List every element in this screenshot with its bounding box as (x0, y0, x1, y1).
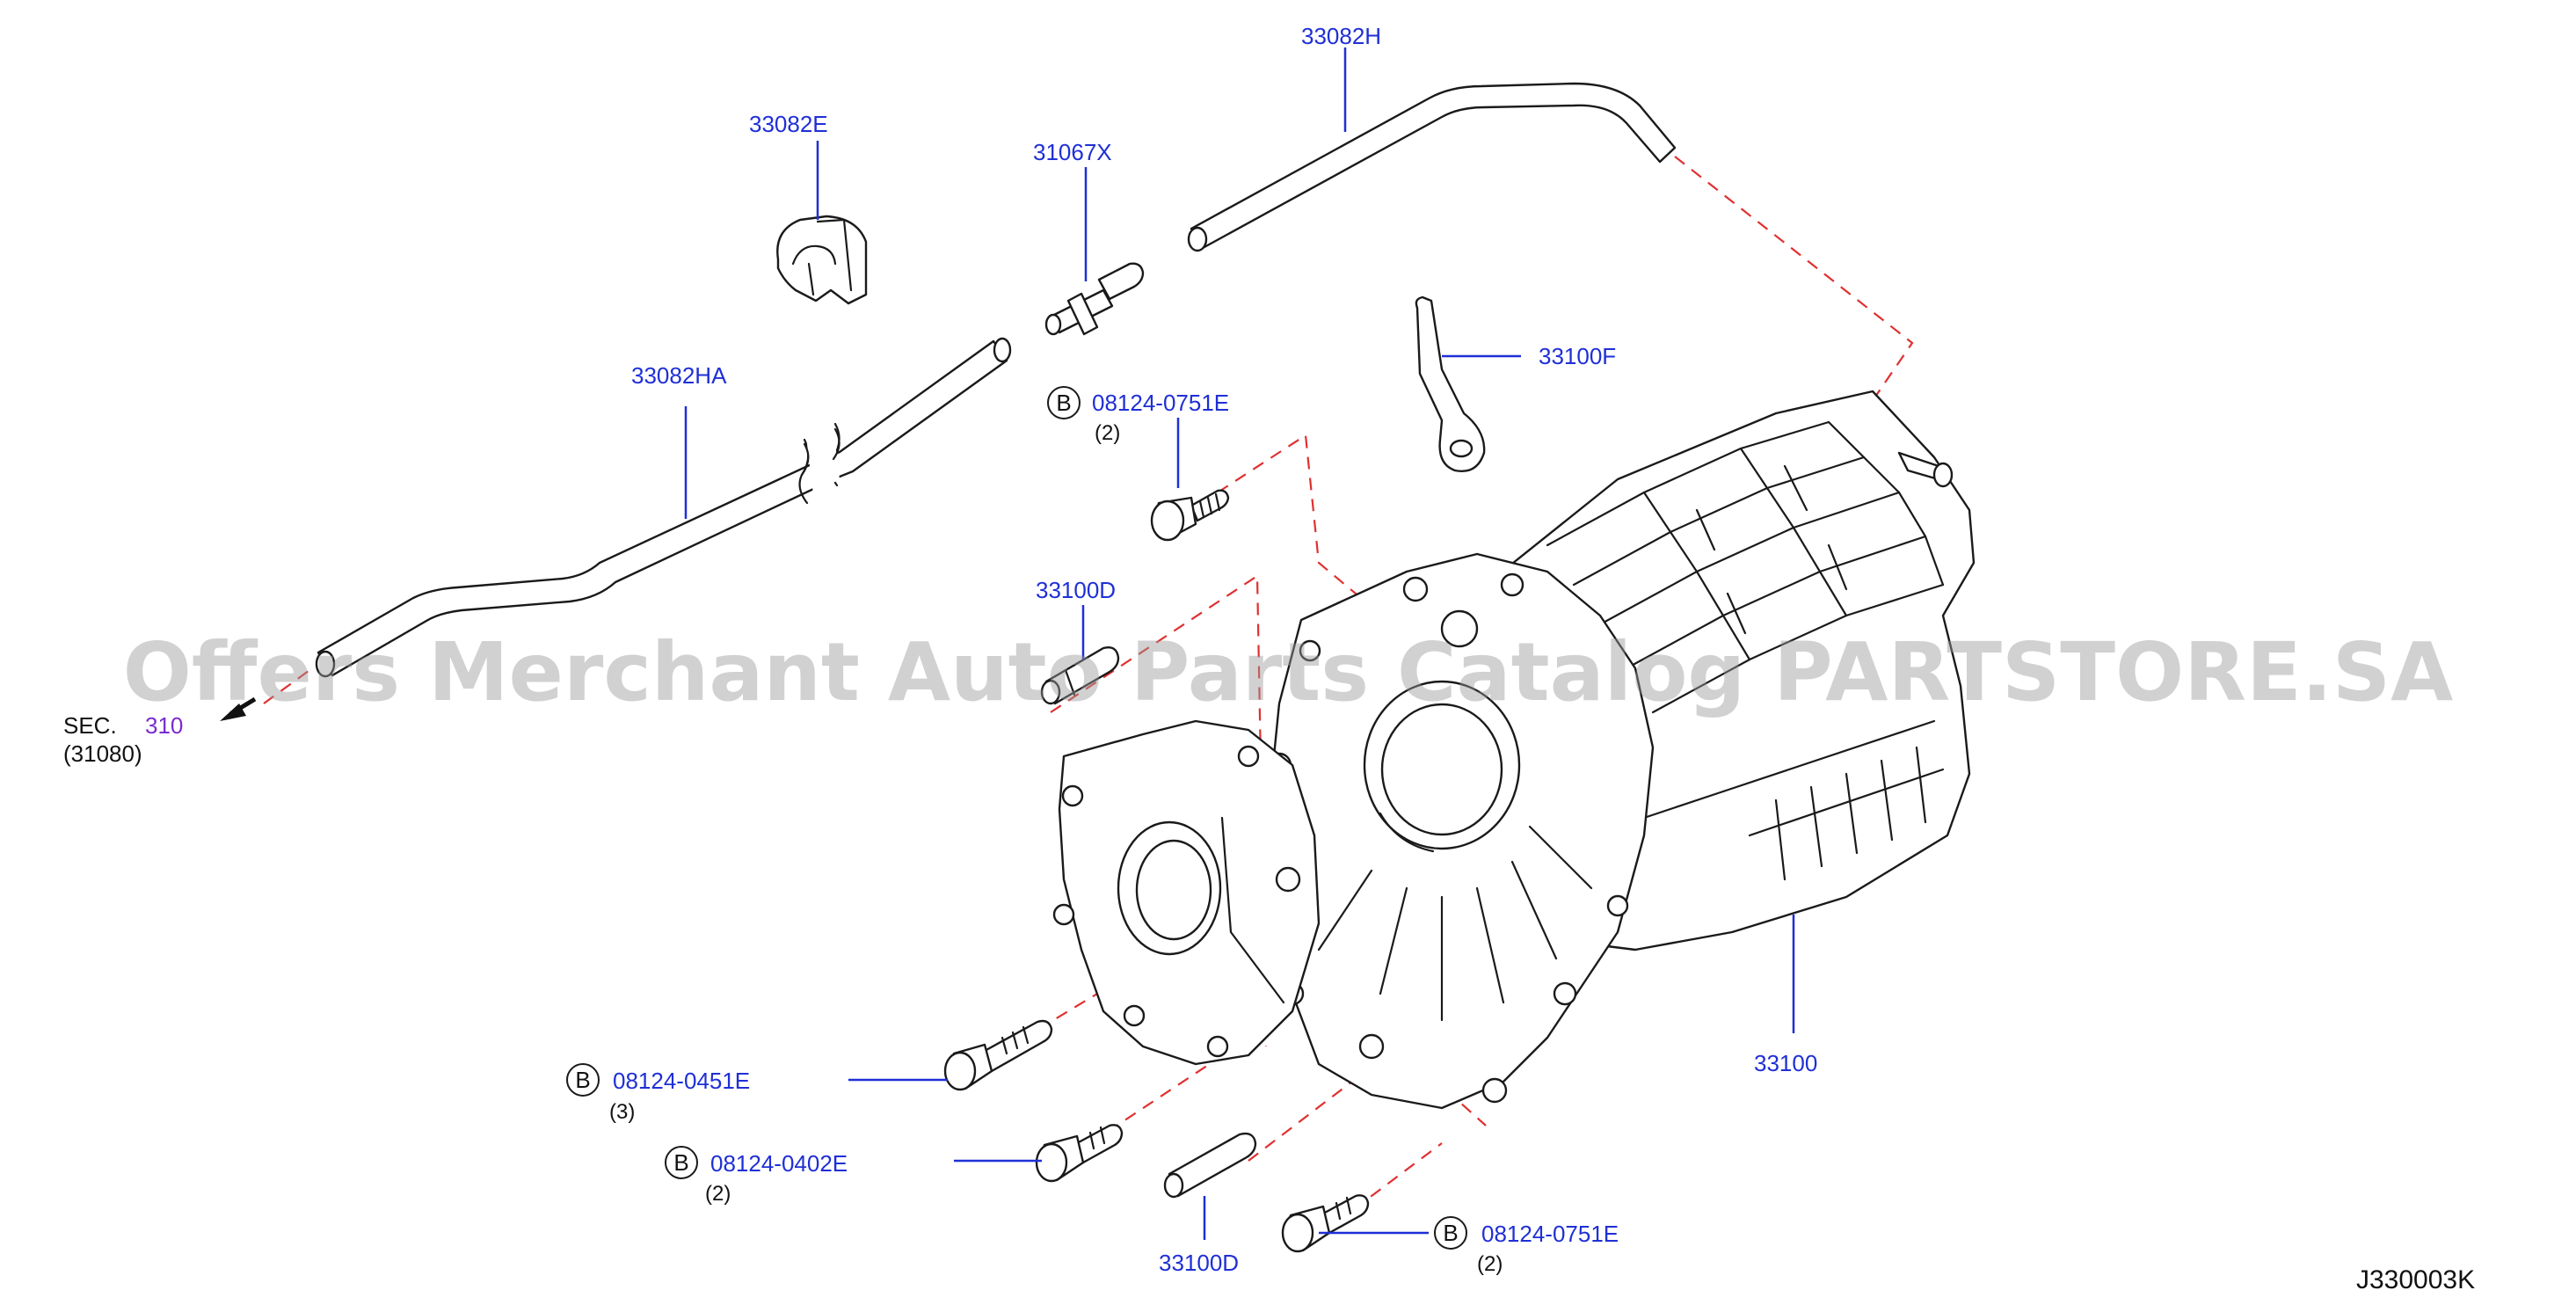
bolt-08124-0402E[interactable] (1035, 1124, 1124, 1183)
bolt-part-number: 08124-0751E (1092, 390, 1229, 416)
watermark-text: Offers Merchant Auto Parts Catalog PARTS… (123, 625, 2454, 719)
bolt-08124-0451E[interactable] (943, 1019, 1053, 1091)
bolt-marker-circle (1434, 1216, 1467, 1250)
bracket-33100F[interactable] (1415, 295, 1486, 472)
bolt-part-number: 08124-0402E (710, 1150, 848, 1177)
transfer-case-33100[interactable] (1052, 390, 1976, 1110)
bolt-callout-0451E: B 08124-0451E (3) (566, 1063, 750, 1124)
tube-33082H[interactable] (1187, 82, 1677, 252)
bolt-callout-0402E: B 08124-0402E (2) (665, 1146, 848, 1206)
label-33100D-bottom: 33100D (1159, 1250, 1239, 1276)
section-sub-code: (31080) (63, 740, 142, 767)
bolt-marker-circle (1047, 386, 1081, 419)
callout-labels: 33082H 33082E 31067X 33100F 33082HA 3310… (631, 23, 1817, 1276)
section-arrow-icon (220, 696, 257, 721)
bolt-marker-letter: B (575, 1067, 590, 1093)
bolt-08124-0751E-top[interactable] (1150, 489, 1230, 542)
bolt-callout-0751E-bottom: B 08124-0751E (2) (1434, 1216, 1619, 1276)
label-31067X: 31067X (1033, 139, 1112, 165)
bolt-marker-letter: B (1056, 390, 1071, 416)
bolt-quantity: (3) (609, 1100, 635, 1124)
callout-leader-lines (684, 47, 1795, 1240)
bolt-quantity: (2) (1477, 1252, 1503, 1276)
bolt-marker-letter: B (673, 1149, 688, 1176)
bolt-quantity: (2) (705, 1182, 731, 1206)
section-prefix: SEC. (63, 712, 117, 739)
label-33082H: 33082H (1301, 23, 1381, 49)
bolt-marker-letter: B (1443, 1220, 1458, 1246)
label-33100F: 33100F (1539, 343, 1616, 369)
connector-31067X[interactable] (1044, 262, 1145, 336)
section-code-link[interactable]: 310 (145, 712, 183, 739)
bolt-marker-circle (566, 1063, 600, 1097)
tube-33082HA[interactable] (315, 337, 1012, 678)
section-reference[interactable]: SEC. 310 (31080) (63, 712, 183, 767)
bolt-callout-0751E-top: B 08124-0751E (2) (1047, 386, 1229, 445)
clip-33082E[interactable] (776, 215, 868, 305)
label-33100D-top: 33100D (1036, 577, 1116, 603)
diagram-code: J330003K (2356, 1265, 2475, 1294)
label-33100: 33100 (1754, 1050, 1817, 1076)
bolt-marker-circle (665, 1146, 698, 1179)
bolt-part-number: 08124-0751E (1481, 1221, 1619, 1247)
bolt-part-number: 08124-0451E (613, 1068, 750, 1094)
pin-33100D-top[interactable] (1040, 645, 1120, 705)
bolt-08124-0751E-bottom[interactable] (1281, 1194, 1370, 1253)
label-33082E: 33082E (749, 111, 828, 137)
bolt-quantity: (2) (1095, 421, 1120, 445)
label-33082HA: 33082HA (631, 362, 727, 389)
pin-33100D-bottom[interactable] (1163, 1132, 1257, 1199)
